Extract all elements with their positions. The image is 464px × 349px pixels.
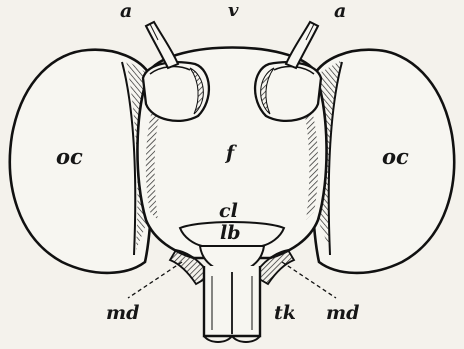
trunk: [204, 266, 260, 342]
right-antennal-socket: [255, 62, 321, 121]
label-trunk: tk: [274, 304, 296, 323]
label-clypeus: cl: [219, 202, 238, 221]
label-eye-left: oc: [56, 146, 83, 167]
label-mandible-right: md: [326, 304, 359, 323]
label-eye-right: oc: [382, 146, 409, 167]
left-antennal-socket: [143, 62, 209, 121]
label-frons: f: [226, 144, 234, 163]
label-mandible-left: md: [106, 304, 139, 323]
label-antenna-right: a: [334, 2, 346, 21]
label-antenna-left: a: [120, 2, 132, 21]
label-labrum: lb: [220, 224, 241, 243]
label-vertex: v: [228, 2, 238, 20]
